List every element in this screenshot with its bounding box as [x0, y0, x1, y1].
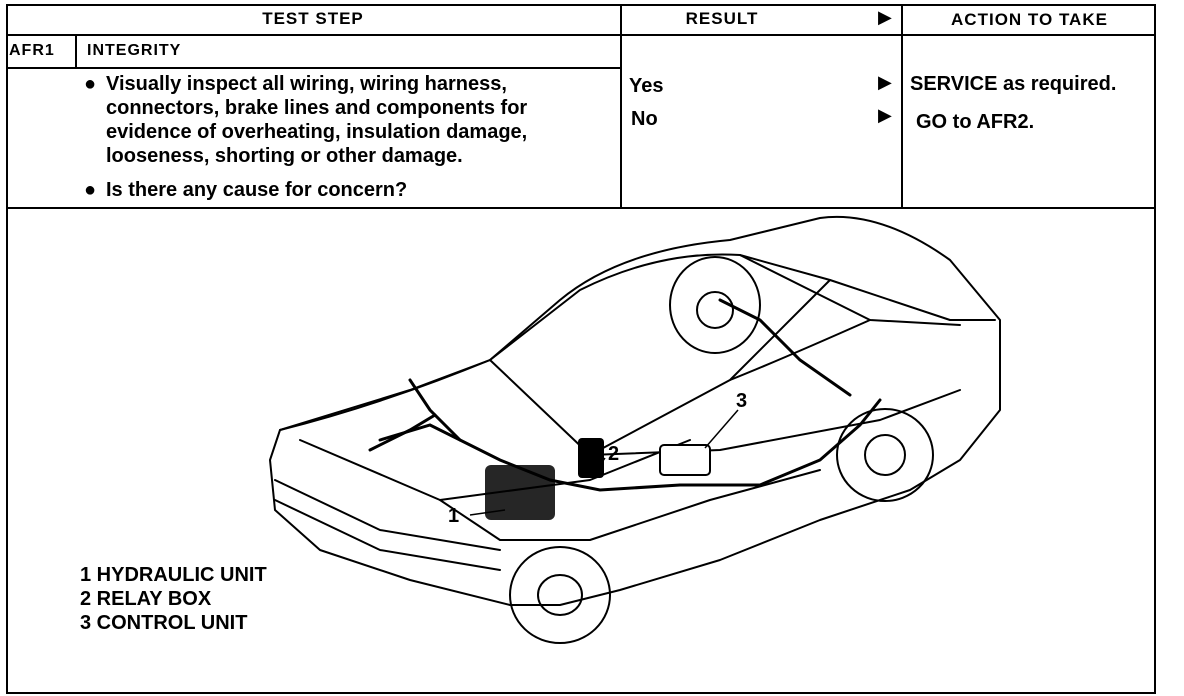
bullet-dot: ●: [84, 179, 97, 201]
page-frame: [6, 4, 1156, 694]
arrow-icon: ▶: [878, 105, 892, 125]
brake-line: [678, 398, 882, 487]
header-result: RESULT: [685, 9, 759, 28]
header-test-step: TEST STEP: [262, 9, 364, 28]
bullet-text-concern: Is there any cause for concern?: [106, 179, 408, 201]
col-divider-result-action: [901, 4, 903, 209]
result-yes: Yes: [629, 75, 664, 97]
car-wiring-illustration: 1 2 3: [269, 215, 1001, 644]
step-title: INTEGRITY: [87, 42, 182, 59]
rear-wheel-upper: [669, 256, 761, 354]
hood-line: [279, 359, 491, 431]
front-wheel: [509, 546, 611, 644]
step-id: AFR1: [9, 42, 55, 59]
callout-1: 1: [448, 505, 459, 527]
result-no: No: [631, 108, 658, 130]
bullet-text-inspect: Visually inspect all wiring, wiring harn…: [106, 73, 528, 167]
bullet-dot: ●: [84, 73, 97, 95]
callout-2: 2: [608, 443, 619, 465]
arrow-icon: ▶: [878, 72, 892, 92]
callout-3: 3: [736, 390, 747, 412]
col-divider-step-result: [620, 4, 622, 209]
rear-wheel: [836, 408, 934, 502]
car-body-outline: [269, 215, 1001, 606]
id-col-divider: [75, 34, 77, 69]
control-unit-shape: [659, 444, 711, 476]
table-bottom-divider: [6, 207, 1156, 209]
legend-item: 2 RELAY BOX: [80, 588, 212, 610]
title-row-divider: [6, 67, 622, 69]
hydraulic-unit-shape: [485, 465, 555, 520]
relay-box-shape: [578, 438, 604, 478]
legend-item: 1 HYDRAULIC UNIT: [80, 564, 267, 586]
header-action: ACTION TO TAKE: [951, 10, 1108, 29]
header-divider: [6, 34, 1156, 36]
action-yes: SERVICE as required.: [910, 73, 1117, 95]
legend-item: 3 CONTROL UNIT: [80, 612, 248, 634]
action-no: GO to AFR2.: [916, 111, 1035, 133]
header-arrow-icon: ▶: [878, 7, 892, 27]
windshield: [489, 253, 831, 456]
